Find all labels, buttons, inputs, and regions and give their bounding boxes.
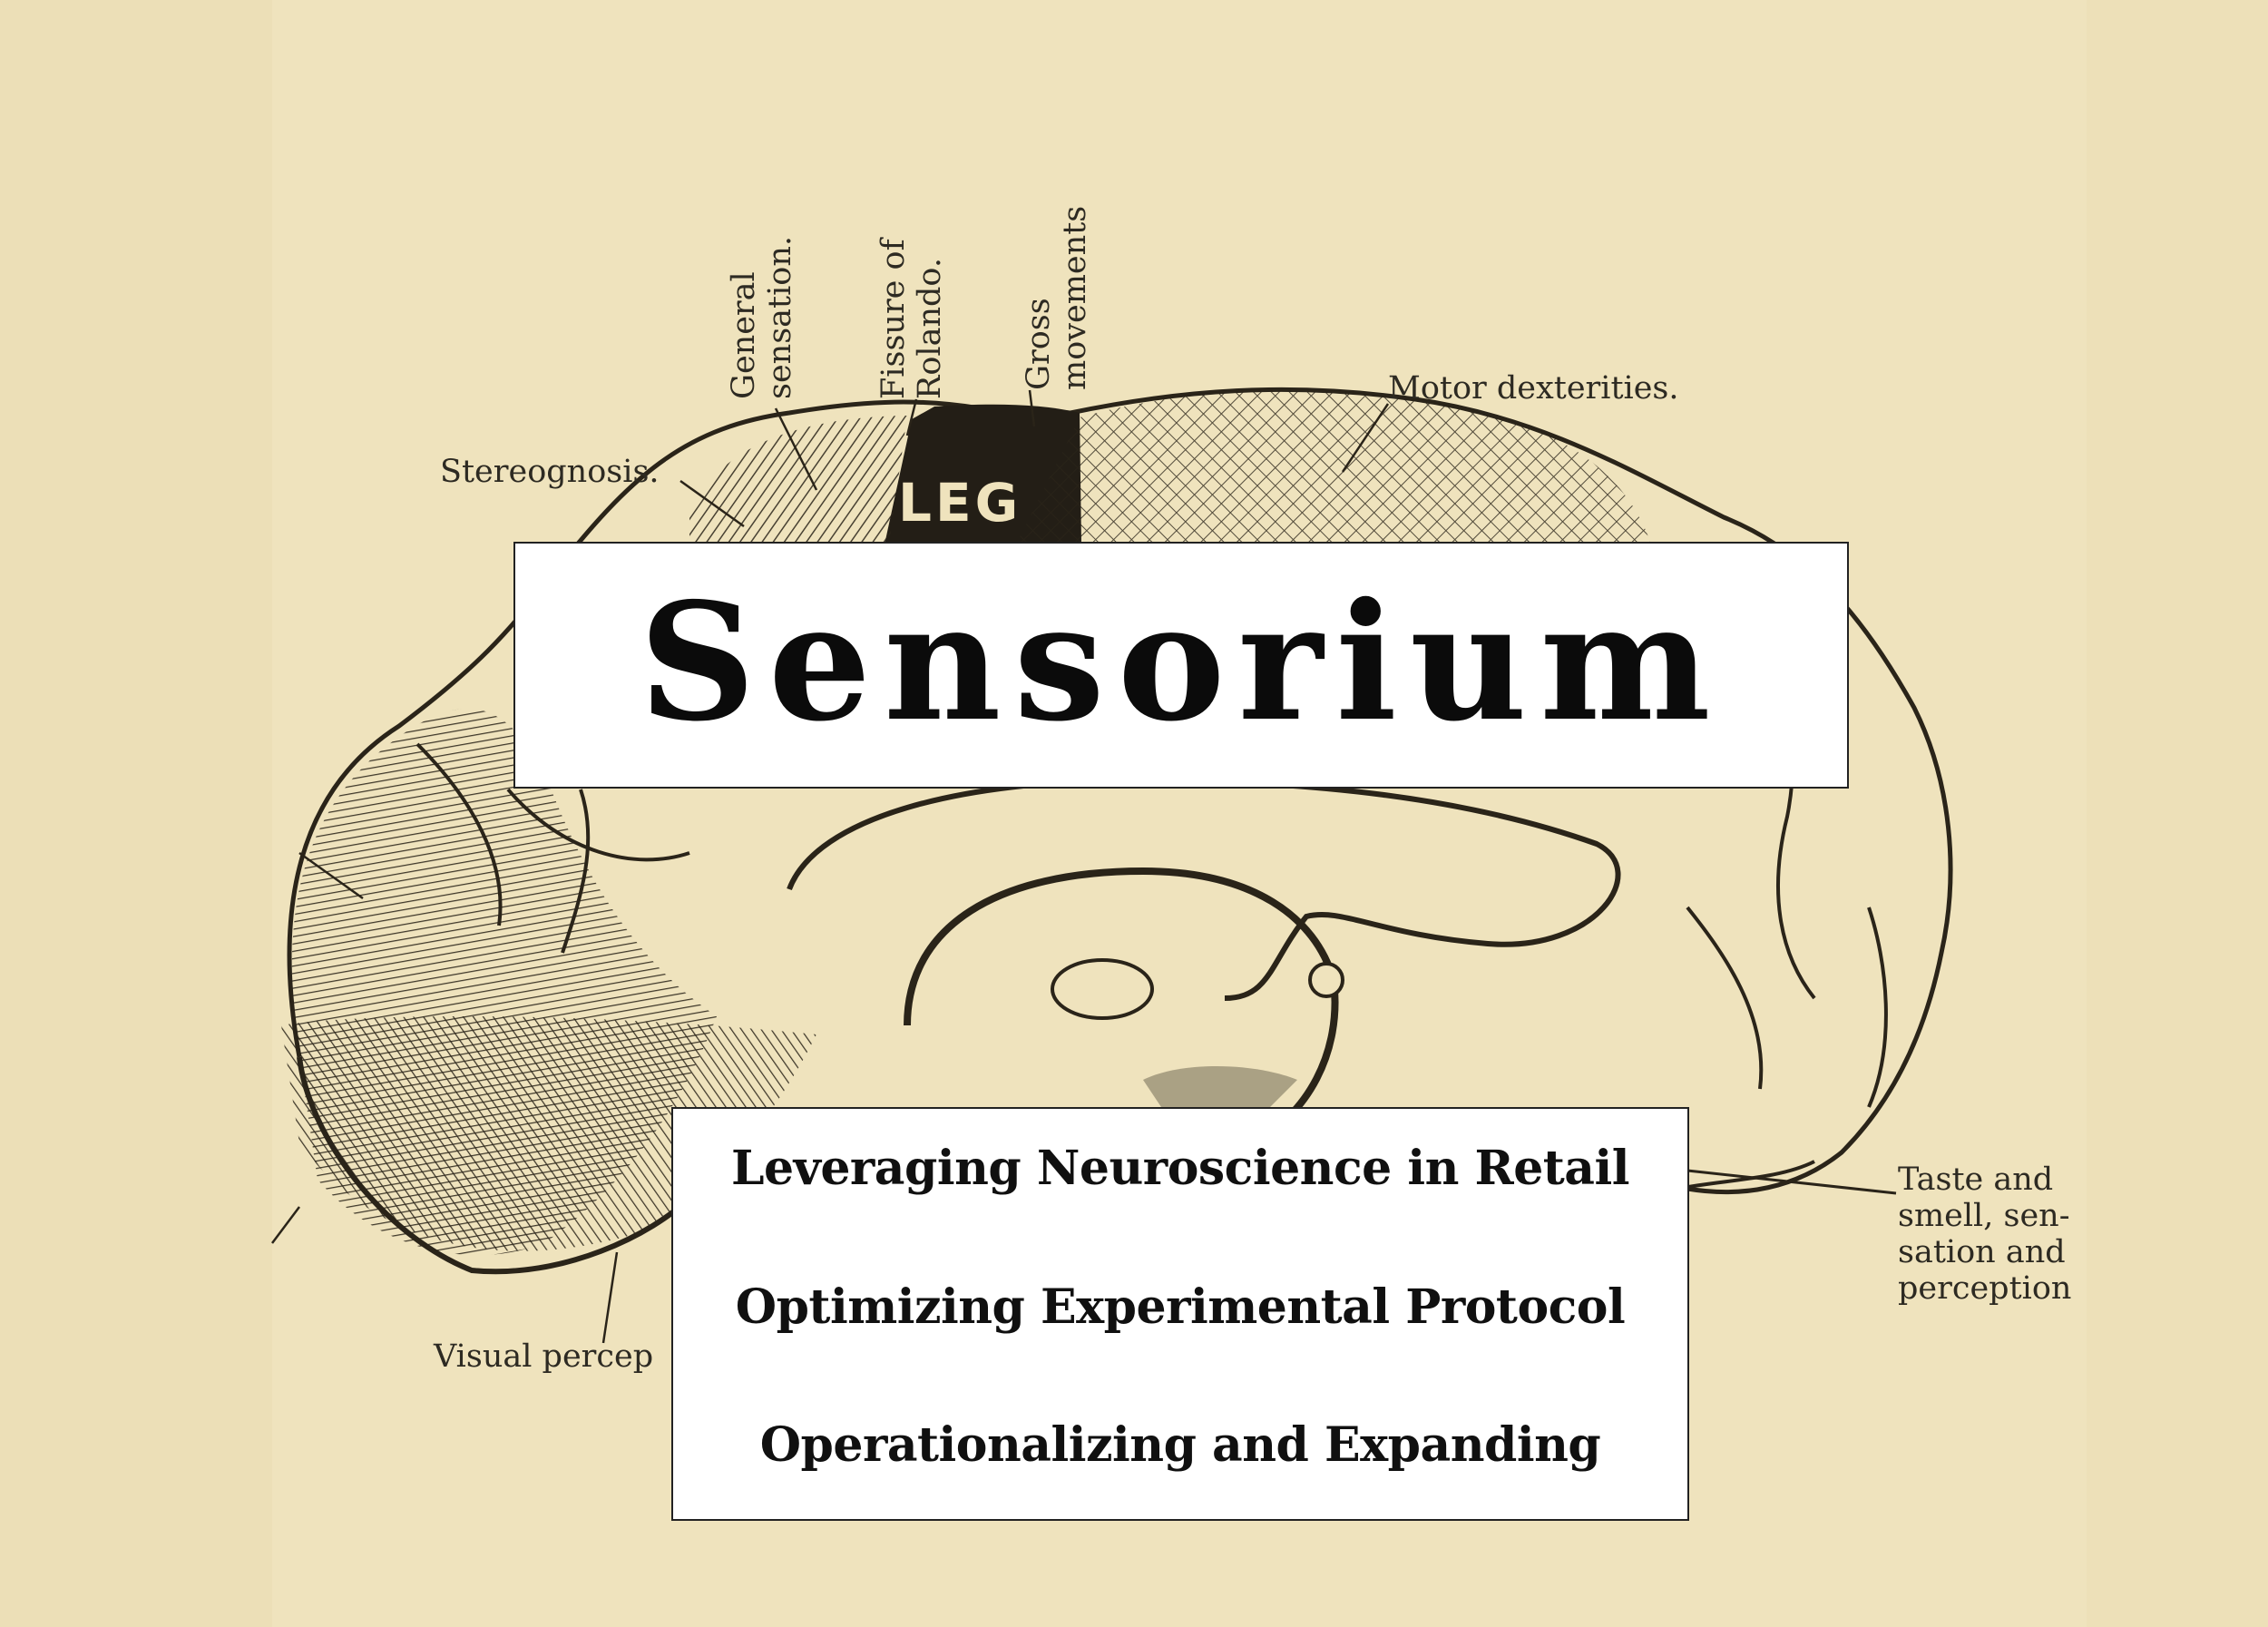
label-taste-and-smell: Taste and smell, sen- sation and percept… <box>1898 1161 2072 1307</box>
agenda-item-1: Leveraging Neuroscience in Retail <box>730 1141 1630 1196</box>
agenda-item-3: Operationalizing and Expanding <box>759 1417 1601 1473</box>
label-stereognosis: Stereognosis. <box>440 454 660 490</box>
label-gross-movements: Gross movements <box>1021 205 1093 390</box>
label-leg: LEG <box>898 472 1022 534</box>
label-motor-dexterities: Motor dexterities. <box>1388 370 1679 407</box>
agenda-item-2: Optimizing Experimental Protocol <box>735 1279 1626 1335</box>
title-box: Sensorium <box>513 542 1849 789</box>
agenda-box: Leveraging Neuroscience in Retail Optimi… <box>671 1107 1689 1521</box>
label-fissure-of-rolando: Fissure of Rolando. <box>875 239 948 399</box>
label-visual-perception: Visual percep <box>434 1338 654 1375</box>
label-general-sensation: General sensation. <box>726 235 798 399</box>
slide-title: Sensorium <box>639 566 1724 757</box>
